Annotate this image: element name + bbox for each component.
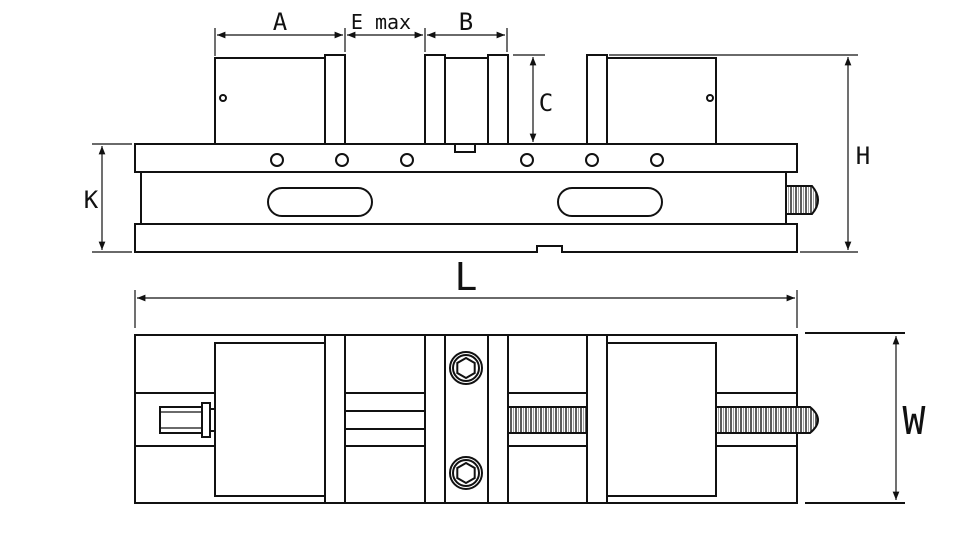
top-left-jaw-plate [324, 334, 346, 504]
handle-icon [159, 402, 216, 438]
rail-hole [400, 153, 414, 167]
rail-hole [520, 153, 534, 167]
hex-socket-screw-icon [449, 456, 483, 490]
side-view [134, 54, 819, 253]
top-center-jaw-plate-right [487, 334, 509, 504]
base [134, 223, 798, 253]
hex-socket-screw-icon [449, 351, 483, 385]
top-center-jaw-plate-left [424, 334, 446, 504]
threaded-spindle-icon [715, 406, 819, 434]
center-jaw-plate-left [424, 54, 446, 145]
center-jaw-plate-right [487, 54, 509, 145]
dimension-labels: A E max B C H K L W [84, 8, 926, 443]
dimension-lines [92, 28, 905, 504]
top-left-jaw-block [214, 342, 326, 497]
jaw-pin-left [219, 94, 227, 102]
label-w: W [903, 399, 926, 443]
right-jaw-plate [586, 54, 608, 145]
rail-hole [650, 153, 664, 167]
rail-hole [585, 153, 599, 167]
right-jaw-block [606, 57, 717, 145]
label-l: L [455, 255, 478, 299]
left-jaw-plate [324, 54, 346, 145]
body-slot-right [557, 187, 663, 217]
rail-hole [270, 153, 284, 167]
label-a: A [273, 8, 288, 36]
center-jaw-block [444, 57, 489, 145]
top-rail [134, 143, 798, 173]
rail-hole [335, 153, 349, 167]
left-jaw-block [214, 57, 326, 145]
label-k: K [84, 186, 99, 214]
label-e-max: E max [351, 10, 411, 34]
threaded-spindle-icon [507, 406, 588, 434]
body-slot-left [267, 187, 373, 217]
side-spindle-icon [785, 185, 819, 215]
top-view [134, 334, 819, 504]
label-h: H [856, 142, 870, 170]
label-b: B [459, 8, 473, 36]
label-c: C [539, 89, 553, 117]
top-right-jaw-block [606, 342, 717, 497]
jaw-pin-right [706, 94, 714, 102]
top-right-jaw-plate [586, 334, 608, 504]
main-body [140, 171, 787, 225]
